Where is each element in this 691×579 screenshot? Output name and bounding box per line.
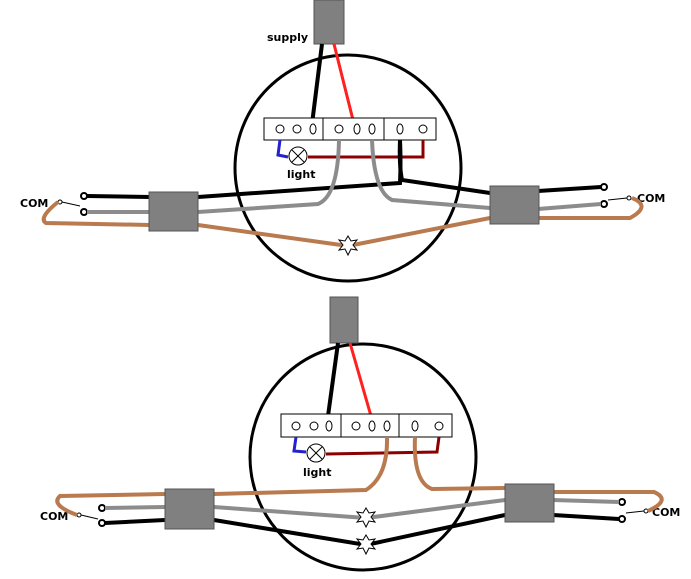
supply-label: supply	[267, 31, 308, 44]
light-label-bottom: light	[303, 466, 332, 479]
lamp-icon	[306, 443, 326, 463]
terminal-block-bottom	[280, 413, 453, 438]
supply-box-bottom	[329, 296, 359, 344]
terminal-icon	[418, 124, 428, 134]
two-way-switch-icon	[76, 504, 106, 527]
lamp-switched-wire-bottom	[325, 436, 441, 456]
lamp-icon	[288, 146, 308, 166]
lamp-blue-wire-top	[276, 139, 289, 159]
wire-connector-icon	[337, 235, 359, 257]
supply-live-wire-top	[332, 43, 356, 125]
com-label-right-top: COM	[637, 192, 665, 205]
neutral-wire-left-top	[86, 194, 151, 199]
com-label-left-top: COM	[20, 197, 48, 210]
ceiling-rose-top	[233, 53, 463, 283]
terminal-icon	[309, 421, 319, 431]
terminal-icon	[275, 124, 285, 134]
grey-wire-left-bottom	[104, 505, 166, 510]
two-way-switch-icon	[600, 183, 632, 208]
junction-box-left-top	[148, 191, 199, 232]
wire-connector-icon	[355, 507, 377, 529]
terminal-icon	[325, 420, 333, 432]
brown-run-left-bottom	[213, 436, 390, 496]
com-label-right-bottom: COM	[652, 506, 680, 519]
terminal-icon	[334, 124, 344, 134]
terminal-icon	[368, 420, 376, 432]
light-label-top: light	[287, 168, 316, 181]
brown-wire-left-top	[41, 200, 151, 227]
brown-wire-left-bottom	[55, 492, 166, 517]
terminal-icon	[291, 421, 301, 431]
lamp-blue-wire-bottom	[292, 436, 307, 454]
grey-wire-right-run-top	[370, 139, 491, 210]
junction-box-right-top	[489, 185, 540, 225]
terminal-icon	[351, 421, 361, 431]
neutral-wire-right-bottom	[552, 513, 620, 521]
two-way-switch-icon	[618, 498, 649, 523]
grey-wire-right-bottom	[552, 498, 620, 504]
supply-neutral-wire-bottom	[326, 342, 340, 417]
grey-wire-right-top	[537, 202, 602, 211]
brown-wire-right-bottom	[553, 490, 664, 513]
two-way-switch-icon	[57, 192, 88, 216]
grey-wire-left-run-top	[197, 139, 341, 214]
junction-box-right-bottom	[504, 483, 555, 523]
terminal-icon	[309, 123, 317, 135]
brown-run-right-bottom	[412, 436, 506, 492]
supply-box-top	[313, 0, 345, 45]
terminal-icon	[383, 420, 391, 432]
neutral-wire-left-bottom	[104, 518, 166, 525]
neutral-wire-right-run-top	[397, 139, 491, 195]
wire-connector-icon	[355, 534, 377, 556]
ceiling-rose-bottom	[248, 342, 478, 572]
supply-live-wire-bottom	[348, 342, 373, 417]
lamp-switched-wire-top	[308, 140, 425, 159]
terminal-icon	[396, 123, 404, 135]
terminal-icon	[411, 420, 419, 432]
terminal-block-top	[263, 117, 437, 141]
com-label-left-bottom: COM	[40, 510, 68, 523]
supply-neutral-wire-top	[310, 43, 324, 125]
junction-box-left-bottom	[164, 488, 215, 530]
terminal-icon	[434, 421, 444, 431]
neutral-wire-right-top	[537, 185, 602, 193]
terminal-icon	[292, 124, 302, 134]
bottom-diagram: light COM COM	[40, 296, 680, 572]
terminal-icon	[353, 123, 361, 135]
top-diagram: supply light	[20, 0, 665, 283]
terminal-icon	[368, 123, 376, 135]
brown-wire-right-top	[538, 196, 644, 220]
